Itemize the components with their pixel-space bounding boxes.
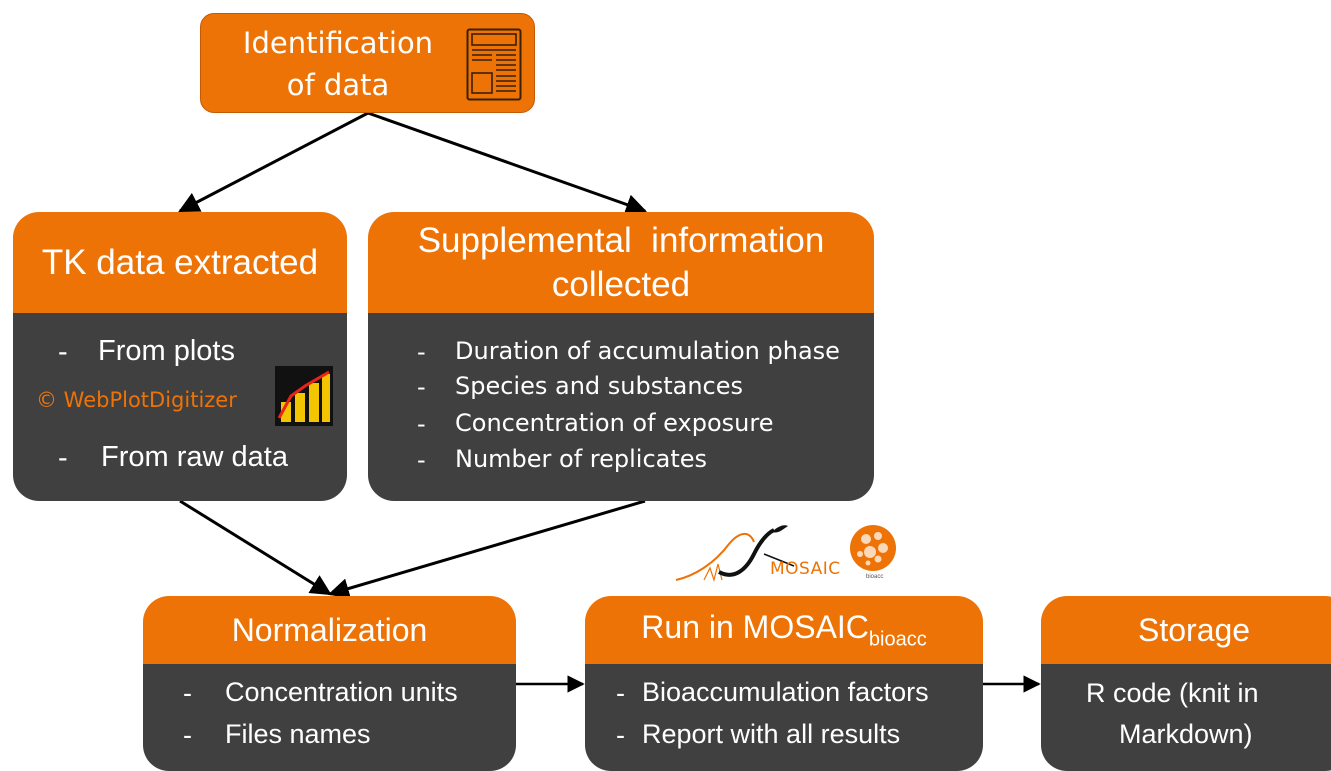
norm-item-files-names: Files names — [225, 719, 371, 749]
mosaic-logo-text: MOSAIC — [770, 559, 841, 579]
bioacc-badge-icon — [850, 525, 896, 571]
bioacc-badge-text: bioacc — [866, 574, 884, 580]
run-dash-1: - — [616, 678, 625, 708]
storage-line2: Markdown) — [1119, 719, 1253, 749]
run-item-bioaccumulation-factors: Bioaccumulation factors — [642, 677, 929, 707]
supp-item-species: Species and substances — [455, 372, 744, 400]
mosaic-logo: MOSAIC bioacc — [674, 524, 904, 584]
arrow-top-to-supp — [367, 111, 647, 215]
arrow-supp-to-norm — [327, 499, 646, 599]
supplemental-header: Supplemental information collected — [368, 212, 874, 313]
run-mosaic-title-main: Run in MOSAIC — [641, 608, 869, 645]
mosaic-logo-icon — [675, 525, 795, 583]
arrow-top-to-tk — [178, 111, 369, 213]
identification-line1: Identification — [242, 26, 434, 60]
norm-item-concentration-units: Concentration units — [225, 677, 458, 707]
storage-body: R code (knit in Markdown) — [1041, 664, 1331, 771]
tk-data-body: - From plots © WebPlotDigitizer - From r… — [13, 313, 347, 501]
norm-dash-1: - — [183, 678, 192, 708]
supp-item-concentration: Concentration of exposure — [455, 409, 774, 437]
run-mosaic-body: - Bioaccumulation factors - Report with … — [585, 664, 983, 771]
webplotdigitizer-credit: © WebPlotDigitizer — [36, 388, 237, 412]
normalization-header: Normalization — [143, 596, 516, 664]
identification-label: Identification of data — [223, 22, 453, 106]
normalization-title: Normalization — [231, 611, 428, 648]
tk-data-box: TK data extracted - From plots © WebPlot… — [13, 212, 347, 501]
supp-item-replicates: Number of replicates — [455, 445, 708, 473]
run-mosaic-box: Run in MOSAICbioacc - Bioaccumulation fa… — [585, 596, 983, 771]
supp-dash-1: - — [417, 338, 426, 366]
supplemental-title-line2: collected — [551, 264, 691, 304]
tk-item-from-plots: From plots — [98, 335, 235, 367]
tk-item2-dash: - — [58, 442, 68, 474]
tk-item1-dash: - — [58, 336, 68, 368]
identification-line2: of data — [286, 68, 390, 102]
norm-dash-2: - — [183, 720, 192, 750]
normalization-body: - Concentration units - Files names — [143, 664, 516, 771]
storage-header: Storage — [1041, 596, 1331, 664]
run-mosaic-header: Run in MOSAICbioacc — [585, 596, 983, 664]
run-mosaic-title-sub: bioacc — [868, 628, 927, 651]
supp-dash-3: - — [417, 410, 426, 438]
supp-dash-4: - — [417, 446, 426, 474]
run-item-report: Report with all results — [642, 719, 901, 749]
tk-item-from-raw-data: From raw data — [101, 441, 288, 473]
normalization-box: Normalization - Concentration units - Fi… — [143, 596, 516, 771]
webplotdigitizer-logo-icon — [275, 366, 333, 426]
tk-data-title: TK data extracted — [41, 242, 319, 282]
run-mosaic-title: Run in MOSAICbioacc — [641, 609, 926, 651]
supp-dash-2: - — [417, 373, 426, 401]
identification-box: Identification of data — [200, 13, 535, 113]
supplemental-box: Supplemental information collected - Dur… — [368, 212, 874, 501]
tk-data-header: TK data extracted — [13, 212, 347, 313]
storage-title: Storage — [1138, 611, 1251, 648]
storage-box: Storage R code (knit in Markdown) — [1041, 596, 1331, 771]
run-dash-2: - — [616, 720, 625, 750]
supplemental-title-line1: Supplemental information — [417, 220, 825, 260]
supplemental-body: - Duration of accumulation phase - Speci… — [368, 313, 874, 501]
arrow-tk-to-norm — [179, 499, 332, 596]
document-icon — [466, 28, 522, 101]
supp-item-duration: Duration of accumulation phase — [455, 337, 840, 365]
storage-line1: R code (knit in — [1086, 678, 1259, 708]
